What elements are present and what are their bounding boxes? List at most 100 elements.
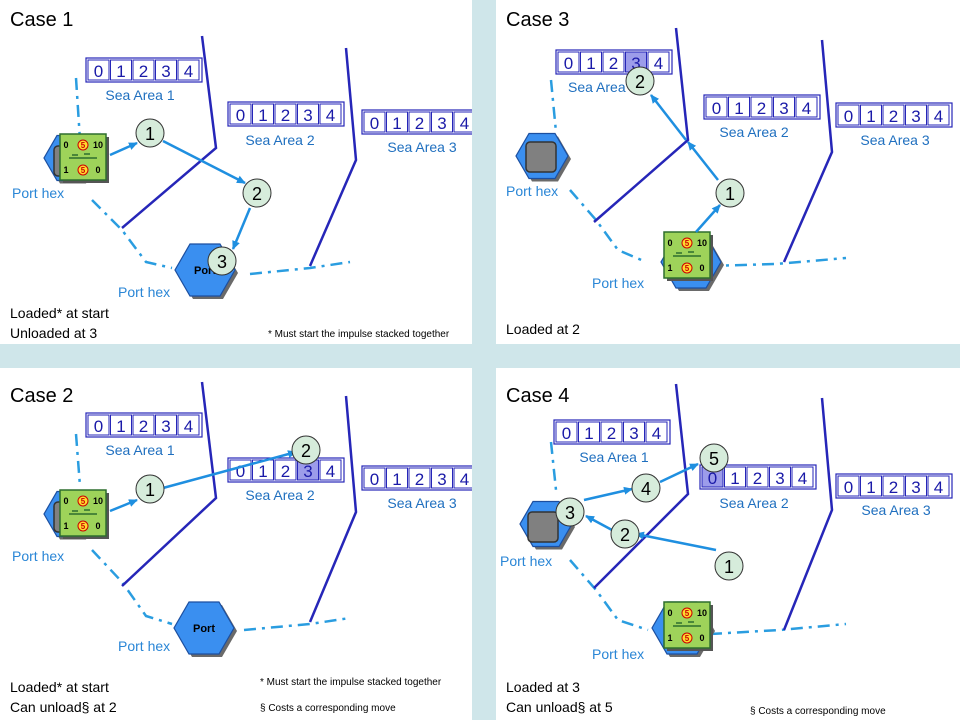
- sea-box-digit: 2: [607, 424, 616, 443]
- movement-arrow: [231, 207, 252, 250]
- sea-area-1-border: [121, 35, 218, 229]
- sea-box-cell: [773, 96, 795, 118]
- sea-box-digit: 0: [236, 106, 245, 125]
- movement-arrow: [109, 498, 138, 513]
- coastline-south: [569, 559, 649, 632]
- sea-box-cell: [386, 111, 408, 133]
- port-hex-label: Port hex: [12, 548, 64, 564]
- step-number: 4: [641, 479, 651, 499]
- sea-box-digit: 4: [184, 417, 193, 436]
- sea-box-digit: 3: [629, 424, 638, 443]
- step-circle: [207, 246, 237, 276]
- sea-box-digit: 3: [775, 469, 784, 488]
- step-marker: 1: [135, 118, 165, 148]
- sea-box-cell: [705, 96, 728, 118]
- sea-box-digit: 0: [562, 424, 571, 443]
- ship-silhouette-icon: [69, 509, 97, 515]
- counter-value: 10: [93, 140, 103, 150]
- coastline-south: [91, 549, 173, 626]
- sea-box-cell: [177, 414, 200, 436]
- step-circle: [242, 178, 272, 208]
- step-number: 1: [145, 480, 155, 500]
- sea-box-digit: 3: [779, 99, 788, 118]
- sea-box-digit: 2: [415, 470, 424, 489]
- sea-box-cell: [927, 104, 950, 126]
- sea-box-digit: 1: [866, 478, 875, 497]
- sea-area-label: Sea Area 2: [719, 124, 788, 140]
- sea-box-cell: [229, 103, 252, 125]
- sea-box-digit: 2: [757, 99, 766, 118]
- counter-value: 5: [81, 497, 86, 506]
- step-marker: 1: [135, 474, 165, 504]
- case-note: Unloaded at 3: [10, 325, 97, 341]
- sea-box-cell: [728, 96, 750, 118]
- sea-box-cell: [177, 59, 200, 81]
- step-circle: [135, 118, 165, 148]
- movement-arrow: [585, 514, 613, 532]
- sea-box-cell: [87, 59, 110, 81]
- sea-box-digit: 2: [889, 107, 898, 126]
- sea-box-digit: 2: [139, 417, 148, 436]
- sea-box-digit: 3: [911, 107, 920, 126]
- sea-box-frame: [85, 412, 203, 438]
- coastline-north: [549, 441, 558, 491]
- footnote: * Must start the impulse stacked togethe…: [268, 329, 450, 340]
- sea-box-digit: 1: [734, 99, 743, 118]
- movement-arrow: [109, 141, 138, 157]
- movement-arrow: [659, 462, 699, 484]
- coastline-south: [569, 189, 647, 264]
- sea-box-digit: 0: [236, 462, 245, 481]
- sea-box-digit: 2: [281, 462, 290, 481]
- step-number: 2: [620, 525, 630, 545]
- sea-box-cell: [408, 467, 431, 489]
- sea-box-digit: 0: [370, 470, 379, 489]
- step-marker: 2: [242, 178, 272, 208]
- counter-value: 0: [95, 521, 100, 531]
- sea-box-digit: 2: [753, 469, 762, 488]
- transport-counter: [527, 511, 559, 543]
- step-number: 1: [725, 184, 735, 204]
- coastline-north: [549, 79, 558, 133]
- case-title: Case 3: [506, 9, 569, 31]
- step-circle: [714, 551, 744, 581]
- step-circle: [625, 66, 655, 96]
- step-circle: [135, 474, 165, 504]
- step-marker: 1: [714, 551, 744, 581]
- sea-box-digit: 0: [370, 114, 379, 133]
- step-marker: 1: [715, 178, 745, 208]
- sea-box-frame: [703, 94, 821, 120]
- step-circle: [715, 178, 745, 208]
- step-circle: [610, 519, 640, 549]
- step-circle: [291, 435, 321, 465]
- sea-box-cell: [453, 111, 472, 133]
- sea-box-cell: [860, 104, 882, 126]
- sea-box-digit: 1: [584, 424, 593, 443]
- sea-box-frame: [553, 419, 671, 445]
- sea-box-digit: 3: [437, 470, 446, 489]
- sea-area-label: Sea Area 2: [719, 495, 788, 511]
- sea-box-cell: [319, 103, 342, 125]
- sea-box-digit: 3: [303, 106, 312, 125]
- coastline-east: [249, 260, 351, 276]
- coastline-north: [74, 433, 82, 487]
- sea-box-cell: [837, 104, 860, 126]
- step-marker: 2: [610, 519, 640, 549]
- sea-area-label: Sea Area 1: [105, 87, 174, 103]
- case-title: Case 2: [10, 385, 73, 407]
- counter-bottom-circle: [77, 164, 89, 176]
- coastline-east: [709, 622, 847, 636]
- counter-value: 10: [697, 608, 707, 618]
- ship-silhouette-icon: [69, 153, 97, 159]
- sea-box-cell: [580, 51, 602, 73]
- counter-value: 0: [95, 165, 100, 175]
